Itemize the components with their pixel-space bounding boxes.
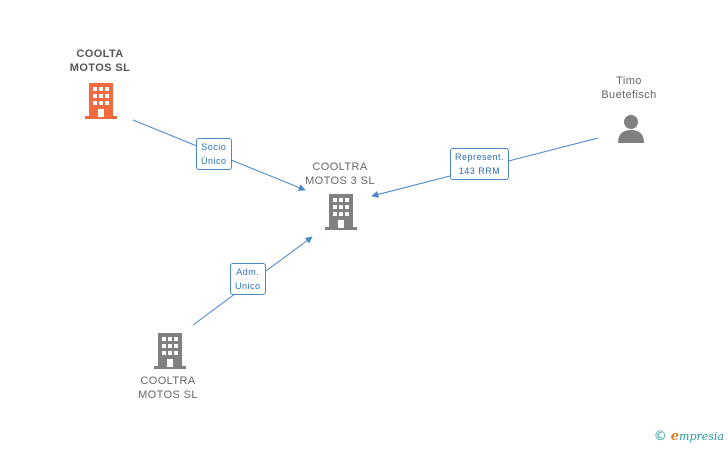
node-label-line2: MOTOS SL xyxy=(138,389,198,401)
building-icon[interactable] xyxy=(154,333,186,369)
brand-name: mpresia xyxy=(679,430,724,443)
node-label-line1: COOLTRA xyxy=(312,161,368,173)
empresia-logo: ©empresia xyxy=(654,429,724,444)
node-label-line2: Buetefisch xyxy=(601,89,657,101)
edge-label-adm-unico[interactable]: Adm. Unico xyxy=(230,263,266,295)
edge-label-line2: Unico xyxy=(235,281,261,291)
edge-label-line1: Adm. xyxy=(236,267,260,277)
edge-label-line1: Socio xyxy=(201,142,227,152)
edge-label-line1: Represent. xyxy=(455,152,505,162)
person-icon[interactable] xyxy=(616,113,646,143)
node-label-line2: MOTOS 3 SL xyxy=(305,175,375,187)
node-label-line1: Timo xyxy=(616,75,642,87)
copyright-icon: © xyxy=(653,429,667,444)
building-icon[interactable] xyxy=(85,83,117,119)
building-icon[interactable] xyxy=(325,194,357,230)
node-label-line1: COOLTRA xyxy=(140,375,196,387)
brand-initial: e xyxy=(670,429,680,444)
node-label-line2: MOTOS SL xyxy=(69,62,131,74)
edge-label-socio-unico[interactable]: Socio Único xyxy=(196,138,232,170)
edge-label-line2: 143 RRM xyxy=(458,166,501,176)
node-cooltra-motos-3-sl[interactable]: COOLTRA MOTOS 3 SL xyxy=(290,160,390,188)
node-cooltra-motos-sl[interactable]: COOLTRA MOTOS SL xyxy=(118,374,218,402)
edge-label-represent[interactable]: Represent. 143 RRM xyxy=(450,148,510,180)
node-label-line1: COOLTA xyxy=(76,48,124,60)
edge-label-line2: Único xyxy=(201,156,227,166)
node-timo-buetefisch[interactable]: Timo Buetefisch xyxy=(580,74,678,102)
node-coolta-motos-sl[interactable]: COOLTA MOTOS SL xyxy=(52,47,148,75)
